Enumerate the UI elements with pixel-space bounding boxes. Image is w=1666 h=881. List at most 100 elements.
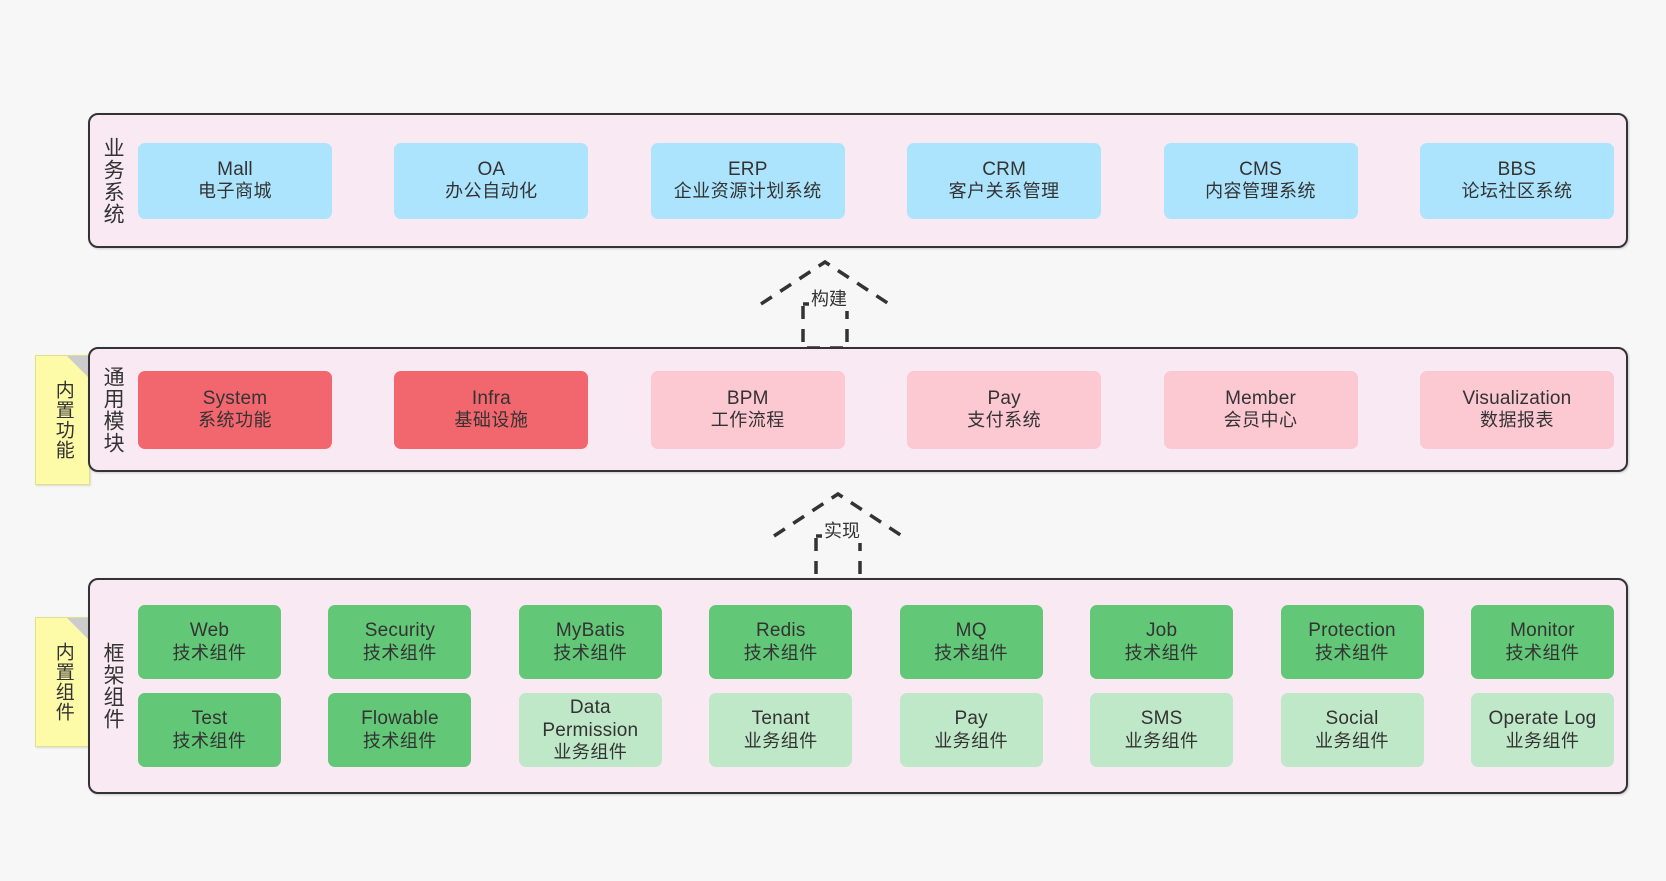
card-title-en: Test xyxy=(191,708,228,730)
connector-build: 构建 xyxy=(755,258,905,350)
card-title-en: ERP xyxy=(727,158,768,180)
card-title-cn: 业务组件 xyxy=(1315,730,1390,751)
card-tenant[interactable]: Tenant 业务组件 xyxy=(709,693,853,767)
card-protection[interactable]: Protection 技术组件 xyxy=(1280,605,1424,679)
card-title-cn: 业务组件 xyxy=(743,730,818,751)
card-mq[interactable]: MQ 技术组件 xyxy=(899,605,1043,679)
note-text: 内置组件 xyxy=(52,642,74,722)
card-erp[interactable]: ERP 企业资源计划系统 xyxy=(650,142,845,219)
card-title-cn: 支付系统 xyxy=(967,410,1042,431)
card-mall[interactable]: Mall 电子商城 xyxy=(138,142,332,219)
note-fold-corner-icon xyxy=(67,356,89,378)
card-member[interactable]: Member 会员中心 xyxy=(1163,370,1358,449)
card-title-cn: 工作流程 xyxy=(710,410,785,431)
card-pay-component[interactable]: Pay 业务组件 xyxy=(899,693,1043,767)
card-title-en: BBS xyxy=(1497,158,1537,180)
card-flowable[interactable]: Flowable 技术组件 xyxy=(328,693,472,767)
card-sms[interactable]: SMS 业务组件 xyxy=(1090,693,1234,767)
layer-panel-framework-components: 框架组件 Web 技术组件 Security 技术组件 MyBatis 技术组件… xyxy=(88,578,1628,794)
card-operate-log[interactable]: Operate Log 业务组件 xyxy=(1470,693,1614,767)
card-row: Web 技术组件 Security 技术组件 MyBatis 技术组件 Redi… xyxy=(138,605,1614,679)
card-title-cn: 客户关系管理 xyxy=(948,181,1060,202)
layer-body-business-systems: Mall 电子商城 OA 办公自动化 ERP 企业资源计划系统 CRM 客户关系… xyxy=(134,115,1626,246)
card-title-cn: 系统功能 xyxy=(198,410,272,431)
card-title-en: Data Permission xyxy=(542,696,639,742)
card-title-en: CMS xyxy=(1239,158,1282,180)
note-builtin-features: 内置功能 xyxy=(35,355,90,485)
card-bpm[interactable]: BPM 工作流程 xyxy=(650,370,845,449)
card-monitor[interactable]: Monitor 技术组件 xyxy=(1470,605,1614,679)
card-social[interactable]: Social 业务组件 xyxy=(1280,693,1424,767)
card-title-cn: 技术组件 xyxy=(1315,642,1390,663)
card-title-en: MQ xyxy=(955,620,987,642)
card-redis[interactable]: Redis 技术组件 xyxy=(709,605,853,679)
card-title-en: BPM xyxy=(726,387,769,409)
card-title-en: Tenant xyxy=(751,708,810,730)
card-title-en: Web xyxy=(189,620,230,642)
card-crm[interactable]: CRM 客户关系管理 xyxy=(907,142,1102,219)
card-title-en: Social xyxy=(1325,708,1379,730)
card-title-cn: 技术组件 xyxy=(934,642,1009,663)
card-cms[interactable]: CMS 内容管理系统 xyxy=(1163,142,1358,219)
card-visualization[interactable]: Visualization 数据报表 xyxy=(1419,370,1614,449)
card-title-en: CRM xyxy=(982,158,1027,180)
card-title-en: Pay xyxy=(954,708,988,730)
layer-title-common-modules: 通用模块 xyxy=(101,365,125,454)
connector-implement: 实现 xyxy=(768,490,918,582)
card-infra[interactable]: Infra 基础设施 xyxy=(394,370,589,449)
card-title-en: Member xyxy=(1225,387,1296,409)
card-data-permission[interactable]: Data Permission 业务组件 xyxy=(518,693,662,767)
card-title-en: Pay xyxy=(987,387,1021,409)
card-title-cn: 技术组件 xyxy=(1505,642,1580,663)
layer-body-framework-components: Web 技术组件 Security 技术组件 MyBatis 技术组件 Redi… xyxy=(134,580,1626,792)
card-row: System 系统功能 Infra 基础设施 BPM 工作流程 Pay 支付系统… xyxy=(138,370,1614,449)
card-title-cn: 办公自动化 xyxy=(445,181,538,202)
card-title-en: OA xyxy=(477,158,506,180)
note-fold-corner-icon xyxy=(67,618,89,640)
card-pay-module[interactable]: Pay 支付系统 xyxy=(907,370,1102,449)
card-title-cn: 技术组件 xyxy=(362,730,437,751)
card-title-en: Job xyxy=(1145,620,1178,642)
card-title-cn: 企业资源计划系统 xyxy=(673,181,822,202)
card-system[interactable]: System 系统功能 xyxy=(138,370,332,449)
note-text: 内置功能 xyxy=(52,380,74,460)
card-title-cn: 技术组件 xyxy=(1124,642,1199,663)
card-title-cn: 技术组件 xyxy=(553,642,628,663)
card-mybatis[interactable]: MyBatis 技术组件 xyxy=(518,605,662,679)
card-title-cn: 业务组件 xyxy=(934,730,1009,751)
layer-title-business-systems: 业务系统 xyxy=(101,136,125,225)
card-title-en: Operate Log xyxy=(1488,708,1597,730)
card-title-cn: 技术组件 xyxy=(172,730,247,751)
card-security[interactable]: Security 技术组件 xyxy=(328,605,472,679)
card-title-en: Monitor xyxy=(1510,620,1575,642)
card-title-en: Flowable xyxy=(361,708,439,730)
card-row: Test 技术组件 Flowable 技术组件 Data Permission … xyxy=(138,693,1614,767)
card-title-cn: 技术组件 xyxy=(743,642,818,663)
layer-body-common-modules: System 系统功能 Infra 基础设施 BPM 工作流程 Pay 支付系统… xyxy=(134,349,1626,470)
card-title-cn: 业务组件 xyxy=(1505,730,1580,751)
generalization-triangle-icon xyxy=(760,259,890,306)
card-title-cn: 电子商城 xyxy=(198,181,272,202)
layer-panel-business-systems: 业务系统 Mall 电子商城 OA 办公自动化 ERP 企业资源计划系统 CRM… xyxy=(88,113,1628,248)
card-title-cn: 内容管理系统 xyxy=(1205,181,1317,202)
card-title-cn: 业务组件 xyxy=(553,742,628,763)
card-title-cn: 数据报表 xyxy=(1479,410,1554,431)
card-test[interactable]: Test 技术组件 xyxy=(138,693,281,767)
card-title-en: Redis xyxy=(755,620,806,642)
generalization-triangle-icon xyxy=(773,491,903,538)
card-bbs[interactable]: BBS 论坛社区系统 xyxy=(1419,142,1614,219)
layer-title-framework-components: 框架组件 xyxy=(101,642,125,730)
card-title-cn: 基础设施 xyxy=(454,410,529,431)
card-job[interactable]: Job 技术组件 xyxy=(1090,605,1234,679)
card-title-cn: 业务组件 xyxy=(1124,730,1199,751)
card-oa[interactable]: OA 办公自动化 xyxy=(394,142,589,219)
card-title-cn: 技术组件 xyxy=(362,642,437,663)
card-title-en: SMS xyxy=(1140,708,1183,730)
card-title-cn: 论坛社区系统 xyxy=(1461,181,1573,202)
card-title-cn: 技术组件 xyxy=(172,642,247,663)
card-title-en: Security xyxy=(364,620,436,642)
layer-panel-common-modules: 通用模块 System 系统功能 Infra 基础设施 BPM 工作流程 Pay… xyxy=(88,347,1628,472)
card-title-en: Protection xyxy=(1308,620,1396,642)
card-web[interactable]: Web 技术组件 xyxy=(138,605,281,679)
card-title-cn: 会员中心 xyxy=(1223,410,1298,431)
